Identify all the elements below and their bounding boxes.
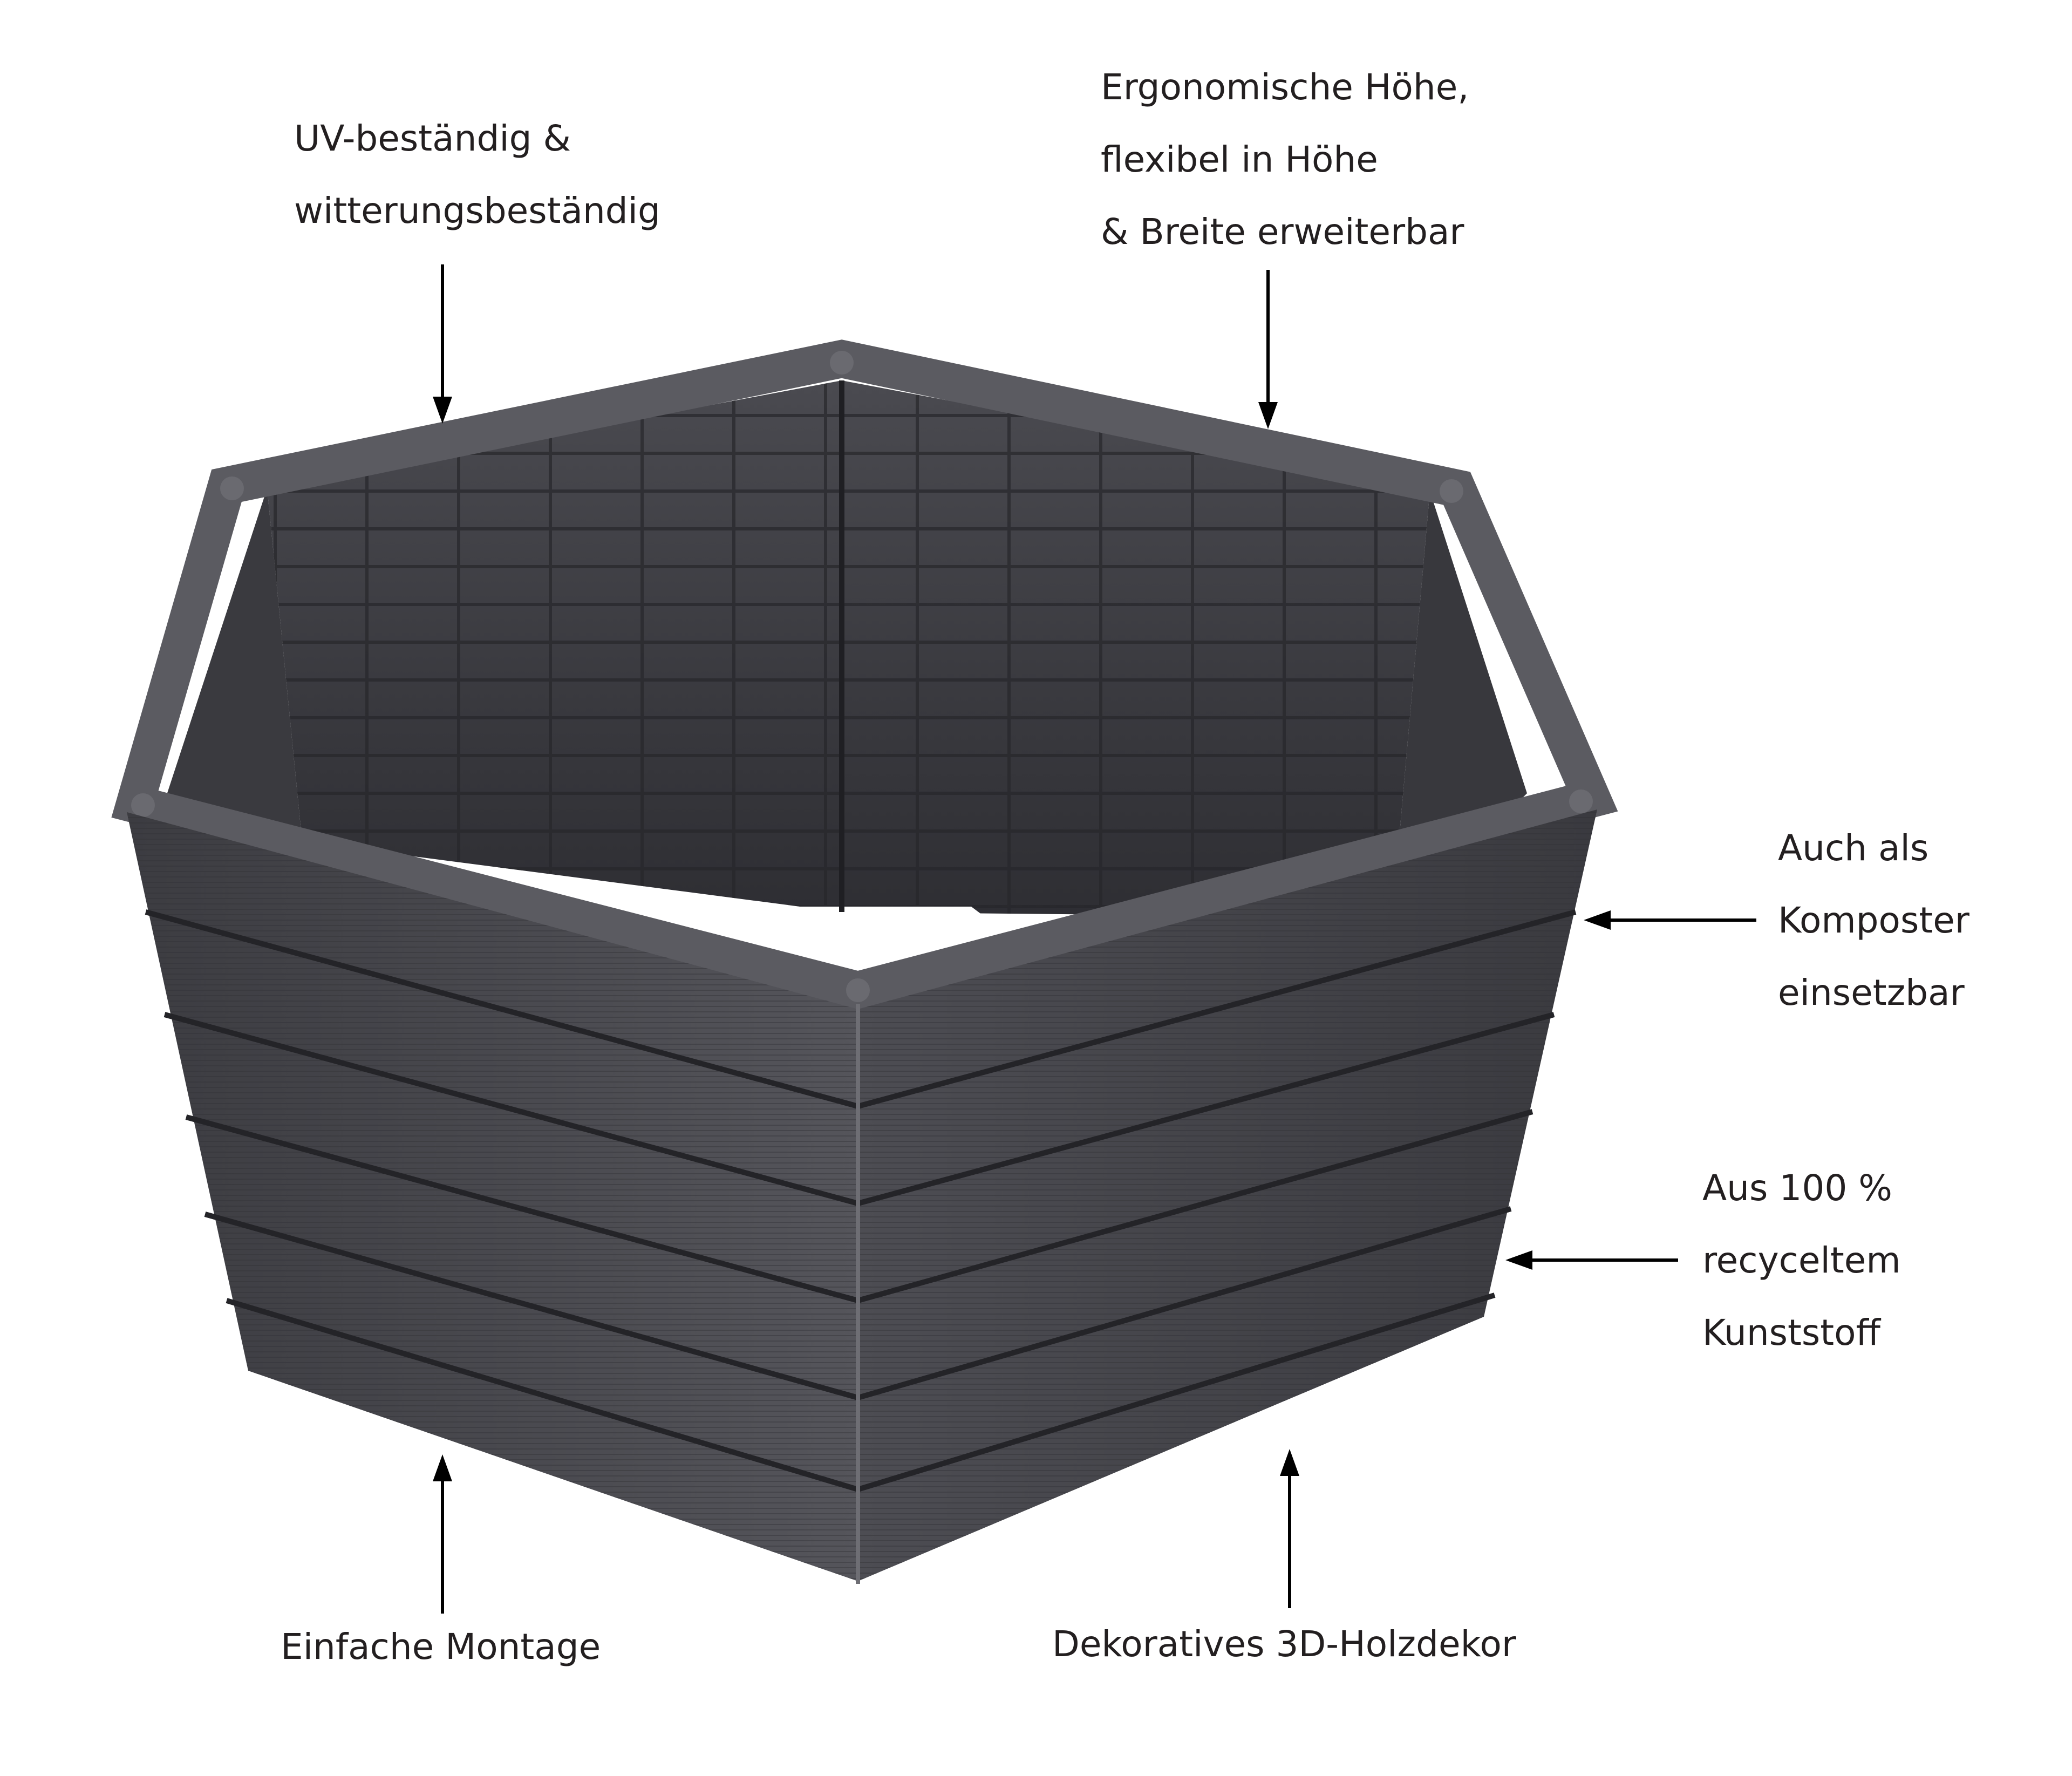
callout-recycled-line-3: Kunststoff [1702, 1312, 1881, 1353]
top-rim [111, 339, 1618, 1010]
callout-compost: Auch als Komposter einsetzbar [1778, 812, 1969, 1029]
callout-compost-line-3: einsetzbar [1778, 972, 1965, 1013]
callout-recycled-line-1: Aus 100 % [1702, 1167, 1893, 1209]
callout-height-line-1: Ergonomische Höhe, [1101, 66, 1469, 108]
callout-assembly: Einfache Montage [281, 1611, 601, 1683]
callout-recycled-line-2: recyceltem [1702, 1240, 1901, 1281]
callout-uv-line-2: witterungsbeständig [294, 190, 660, 232]
inner-walls [162, 380, 1527, 1020]
front-left-wall [127, 812, 859, 1581]
callout-decor-line-1: Dekoratives 3D-Holzdekor [1052, 1623, 1516, 1665]
up-arrow-icon [1280, 1449, 1299, 1608]
callout-assembly-line-1: Einfache Montage [281, 1626, 601, 1668]
up-arrow-icon [433, 1454, 452, 1614]
callout-height-line-3: & Breite erweiterbar [1101, 211, 1464, 253]
front-right-wall [857, 809, 1597, 1581]
down-arrow-icon [433, 264, 452, 424]
left-arrow-icon [1584, 910, 1756, 930]
callout-recycled: Aus 100 % recyceltem Kunststoff [1702, 1152, 1901, 1369]
callout-height-line-2: flexibel in Höhe [1101, 139, 1378, 180]
callout-compost-line-1: Auch als [1778, 827, 1929, 869]
callout-compost-line-2: Komposter [1778, 900, 1969, 941]
callout-uv: UV-beständig & witterungsbeständig [294, 103, 660, 247]
callout-height: Ergonomische Höhe, flexibel in Höhe & Br… [1101, 51, 1469, 268]
left-arrow-icon [1505, 1250, 1678, 1270]
down-arrow-icon [1258, 270, 1278, 429]
callout-decor: Dekoratives 3D-Holzdekor [1052, 1608, 1516, 1680]
callout-uv-line-1: UV-beständig & [294, 118, 571, 159]
